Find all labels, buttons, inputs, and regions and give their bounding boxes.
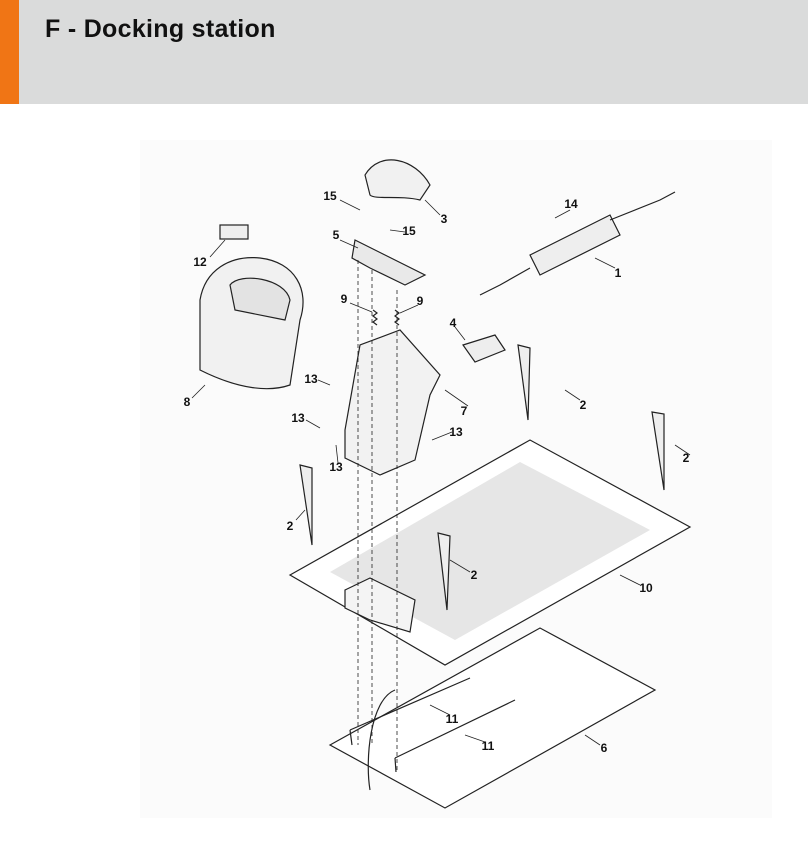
part-number-label: 2 <box>683 451 690 465</box>
part-number-label: 3 <box>441 212 448 226</box>
rod <box>349 677 471 746</box>
charging-station-body <box>344 329 441 476</box>
part-number-label: 6 <box>601 741 608 755</box>
part-number-label: 13 <box>291 411 305 425</box>
part-number-label: 15 <box>323 189 337 203</box>
part-number-label: 13 <box>449 425 463 439</box>
boundary-wire-mat <box>328 627 657 809</box>
part-number-label: 9 <box>341 292 348 306</box>
part-number-label: 7 <box>461 404 468 418</box>
power-supply <box>529 214 621 276</box>
part-number-label: 5 <box>333 228 340 242</box>
part-number-label: 11 <box>446 712 459 726</box>
accent-bar <box>0 0 19 104</box>
part-number-label: 12 <box>193 255 207 269</box>
cover-hood <box>199 257 304 390</box>
part-number-label: 2 <box>471 568 478 582</box>
part-number-label: 2 <box>287 519 294 533</box>
top-cover <box>364 159 431 201</box>
page-header: F - Docking station <box>0 0 808 104</box>
part-number-label: 4 <box>450 316 457 330</box>
part-number-label: 13 <box>304 372 318 386</box>
part-number-label: 10 <box>639 581 653 595</box>
rod <box>394 699 516 773</box>
part-number-label: 11 <box>482 739 495 753</box>
part-number-label: 15 <box>402 224 416 238</box>
part-number-label: 13 <box>329 460 343 474</box>
part-number-label: 2 <box>580 398 587 412</box>
part-number-label: 8 <box>184 395 191 409</box>
part-number-label: 1 <box>615 266 622 280</box>
page-title: F - Docking station <box>45 15 276 43</box>
part-number-label: 14 <box>564 197 578 211</box>
part-number-label: 9 <box>417 294 424 308</box>
